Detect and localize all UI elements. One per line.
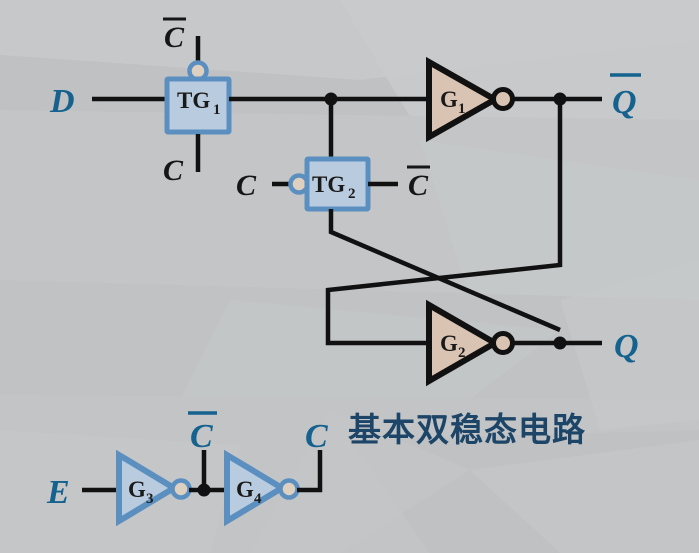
input-label-e: E (46, 474, 70, 511)
g4-inverter[interactable] (224, 449, 288, 527)
g3-inverter[interactable] (116, 449, 180, 527)
tg1-subscript: 1 (213, 102, 221, 118)
g2-label: G (440, 331, 458, 356)
g3-output-bubble-icon (170, 478, 192, 500)
g2-inverter[interactable] (426, 299, 502, 387)
wire-tg2-cross-to-q (328, 209, 561, 333)
node-qbar (553, 92, 567, 106)
g1-label: G (440, 87, 458, 112)
tg2-left-control-label: C (236, 169, 257, 202)
tg1-top-control-label: C (164, 21, 185, 54)
tg1-box[interactable] (164, 76, 232, 135)
node-q (553, 336, 567, 350)
tg2-label: TG (312, 172, 345, 197)
tg1-bottom-control-label: C (163, 154, 184, 187)
tg2-right-control-label: C (408, 169, 429, 202)
clock-output-label-c: C (305, 418, 328, 455)
tg1-label: TG (177, 88, 210, 113)
g2-output-bubble-icon (491, 331, 515, 355)
diagram-caption: 基本双稳态电路 (348, 410, 586, 449)
output-label-q: Q (614, 328, 639, 365)
tg2-subscript: 2 (348, 186, 356, 202)
g4-output-bubble-icon (278, 478, 300, 500)
output-label-qbar: Q (612, 84, 637, 121)
wire-qbar-cross-to-g2 (325, 100, 563, 346)
g1-subscript: 1 (458, 101, 466, 117)
g1-output-bubble-icon (491, 87, 515, 111)
g4-label: G (236, 477, 254, 502)
g2-subscript: 2 (458, 345, 466, 361)
input-label-d: D (49, 83, 75, 120)
wire-g4-to-c-label (297, 450, 323, 493)
g3-subscript: 3 (146, 491, 154, 507)
g3-label: G (128, 477, 146, 502)
g1-inverter[interactable] (426, 56, 502, 143)
clock-output-label-cbar: C (190, 418, 213, 455)
g4-subscript: 4 (254, 491, 262, 507)
